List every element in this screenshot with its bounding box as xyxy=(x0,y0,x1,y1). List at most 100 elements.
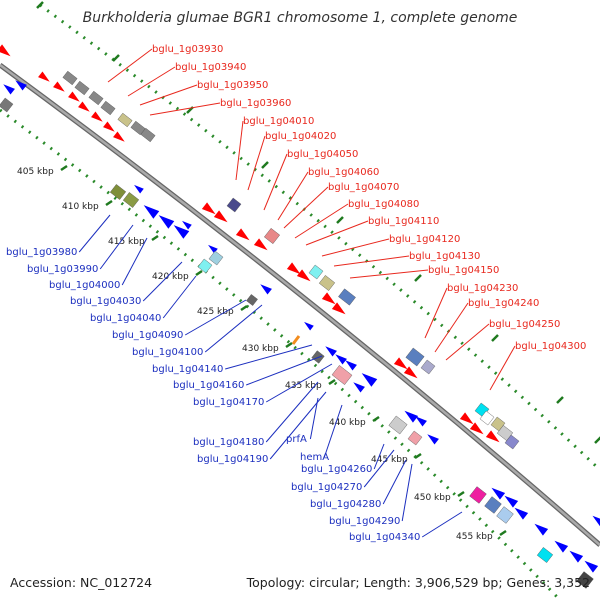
scale-tick-label: 420 kbp xyxy=(152,272,189,282)
reverse-gene-label: bglu_1g04140 xyxy=(152,364,223,375)
reverse-label-leader xyxy=(142,261,183,302)
forward-gene-arrow xyxy=(0,44,11,57)
forward-gene-arrow xyxy=(485,430,500,443)
reverse-gene-box xyxy=(536,547,554,563)
forward-label-leader xyxy=(139,84,198,106)
reverse-gene-arrow xyxy=(182,220,192,230)
reverse-label-leader xyxy=(184,299,247,336)
forward-gene-box xyxy=(140,127,156,143)
scale-tick-label: 425 kbp xyxy=(197,307,234,317)
forward-gene-label: bglu_1g04120 xyxy=(389,234,460,245)
reverse-label-leader xyxy=(401,463,413,522)
inner-ring-tick xyxy=(195,269,203,277)
reverse-label-leader xyxy=(265,363,333,403)
reverse-gene-label: bglu_1g04270 xyxy=(291,482,362,493)
reverse-gene-arrow xyxy=(569,550,584,563)
forward-label-leader xyxy=(321,238,390,257)
reverse-gene-arrow xyxy=(592,515,600,528)
reverse-gene-arrow xyxy=(143,205,160,219)
forward-label-leader xyxy=(283,186,329,229)
scale-tick-label: 455 kbp xyxy=(456,532,493,542)
reverse-gene-label: bglu_1g04280 xyxy=(310,499,381,510)
reverse-gene-arrow xyxy=(504,495,519,508)
forward-gene-label: bglu_1g03960 xyxy=(220,98,291,109)
inner-ring-tick xyxy=(60,164,68,172)
forward-label-leader xyxy=(294,203,349,239)
forward-gene-label: bglu_1g03950 xyxy=(197,80,268,91)
forward-gene-box xyxy=(420,359,436,375)
reverse-gene-arrow xyxy=(404,410,419,423)
forward-gene-arrow xyxy=(103,121,115,132)
reverse-gene-arrow xyxy=(427,434,439,445)
reverse-gene-label: bglu_1g04000 xyxy=(49,280,120,291)
inner-dotted-ring xyxy=(0,108,562,600)
forward-gene-arrow xyxy=(286,262,301,275)
reverse-gene-arrow xyxy=(325,346,337,357)
reverse-gene-arrow xyxy=(361,373,378,387)
scale-tick-label: 440 kbp xyxy=(329,418,366,428)
forward-gene-label: bglu_1g04070 xyxy=(328,182,399,193)
reverse-gene-box xyxy=(0,97,14,113)
forward-gene-label: bglu_1g04110 xyxy=(368,216,439,227)
forward-gene-label: bglu_1g04060 xyxy=(308,167,379,178)
inner-ring-tick xyxy=(499,529,507,537)
reverse-gene-box xyxy=(576,571,594,589)
forward-gene-label: bglu_1g03940 xyxy=(175,62,246,73)
forward-gene-arrow xyxy=(113,131,125,142)
forward-label-leader xyxy=(263,153,288,211)
reverse-label-leader xyxy=(323,404,343,458)
reverse-gene-box xyxy=(469,486,487,504)
forward-label-leader xyxy=(247,135,266,191)
reverse-gene-arrow xyxy=(534,523,549,536)
inner-ring-tick xyxy=(372,415,380,423)
forward-label-leader xyxy=(434,302,469,353)
orange-gene xyxy=(291,335,301,345)
reverse-gene-label: bglu_1g04340 xyxy=(349,532,420,543)
reverse-gene-box xyxy=(208,250,224,266)
outer-ring-tick xyxy=(491,334,499,342)
forward-gene-arrow xyxy=(201,202,216,215)
reverse-gene-arrow xyxy=(491,487,506,500)
reverse-label-leader xyxy=(309,397,319,440)
outer-ring-tick xyxy=(556,396,564,404)
reverse-gene-box xyxy=(388,415,408,435)
forward-gene-label: bglu_1g04250 xyxy=(489,319,560,330)
reverse-gene-arrow xyxy=(304,321,314,331)
forward-gene-arrow xyxy=(68,91,80,102)
reverse-label-leader xyxy=(162,275,197,319)
accession-text: Accession: NC_012724 xyxy=(10,575,153,590)
forward-gene-arrow xyxy=(213,210,228,223)
forward-gene-arrow xyxy=(469,422,484,435)
reverse-gene-label: bglu_1g03980 xyxy=(6,247,77,258)
reverse-gene-arrow xyxy=(554,540,569,553)
forward-gene-label: bglu_1g03930 xyxy=(152,44,223,55)
forward-gene-arrow xyxy=(253,238,268,251)
scale-tick-label: 445 kbp xyxy=(371,455,408,465)
reverse-gene-label: bglu_1g04160 xyxy=(173,380,244,391)
forward-gene-arrow xyxy=(459,412,474,425)
forward-gene-box xyxy=(504,434,520,450)
forward-gene-label: bglu_1g04050 xyxy=(287,149,358,160)
forward-label-leader xyxy=(277,171,309,221)
reverse-label-leader xyxy=(363,449,395,488)
reverse-label-leader xyxy=(246,355,323,386)
forward-gene-label: bglu_1g04010 xyxy=(243,116,314,127)
forward-label-leader xyxy=(149,102,221,116)
scale-tick-label: 415 kbp xyxy=(108,237,145,247)
forward-label-leader xyxy=(107,48,153,83)
reverse-gene-arrow xyxy=(134,184,144,194)
reverse-label-leader xyxy=(265,381,319,443)
map-title: Burkholderia glumae BGR1 chromosome 1, c… xyxy=(82,10,518,26)
reverse-label-leader xyxy=(204,304,263,353)
reverse-gene-label: bglu_1g04090 xyxy=(112,330,183,341)
forward-gene-arrow xyxy=(393,357,408,370)
outer-ring-tick xyxy=(36,1,44,9)
inner-ring-tick xyxy=(105,199,113,207)
reverse-label-leader xyxy=(382,459,407,505)
forward-label-leader xyxy=(235,120,244,181)
inner-ring-tick xyxy=(328,378,336,386)
reverse-gene-label: bglu_1g04100 xyxy=(132,347,203,358)
forward-gene-box xyxy=(318,275,336,291)
forward-gene-arrow xyxy=(403,366,418,379)
reverse-label-leader xyxy=(121,237,148,286)
